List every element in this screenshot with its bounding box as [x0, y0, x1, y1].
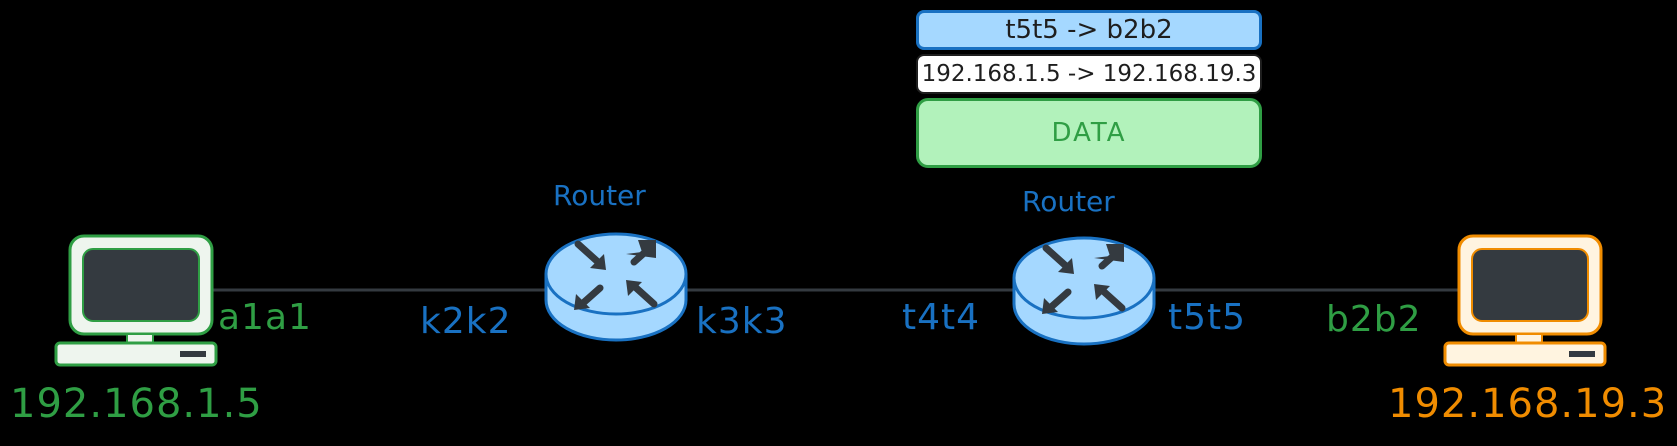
host-right-ip: 192.168.19.3 [1388, 381, 1668, 427]
router-icon-1 [544, 232, 688, 342]
router-1-left-mac: k2k2 [420, 301, 512, 342]
computer-icon-left [54, 234, 218, 367]
router-2-right-mac: t5t5 [1168, 297, 1247, 338]
router-2-left-mac: t4t4 [902, 297, 981, 338]
packet-link-header-text: t5t5 -> b2b2 [1005, 15, 1173, 45]
router-icon-2 [1012, 236, 1156, 346]
router-1-right-mac: k3k3 [696, 301, 788, 342]
computer-icon-right [1443, 234, 1607, 367]
packet-link-header: t5t5 -> b2b2 [916, 10, 1262, 50]
packet-ip-header: 192.168.1.5 -> 192.168.19.3 [916, 54, 1262, 94]
host-right-mac: b2b2 [1326, 299, 1422, 340]
packet-payload: DATA [916, 98, 1262, 168]
packet-ip-header-text: 192.168.1.5 -> 192.168.19.3 [921, 61, 1257, 87]
packet-payload-text: DATA [1051, 118, 1127, 148]
host-left-ip: 192.168.1.5 [10, 381, 263, 427]
router-1-label: Router [553, 179, 646, 212]
router-2-label: Router [1022, 185, 1115, 218]
host-left-mac: a1a1 [218, 297, 312, 338]
